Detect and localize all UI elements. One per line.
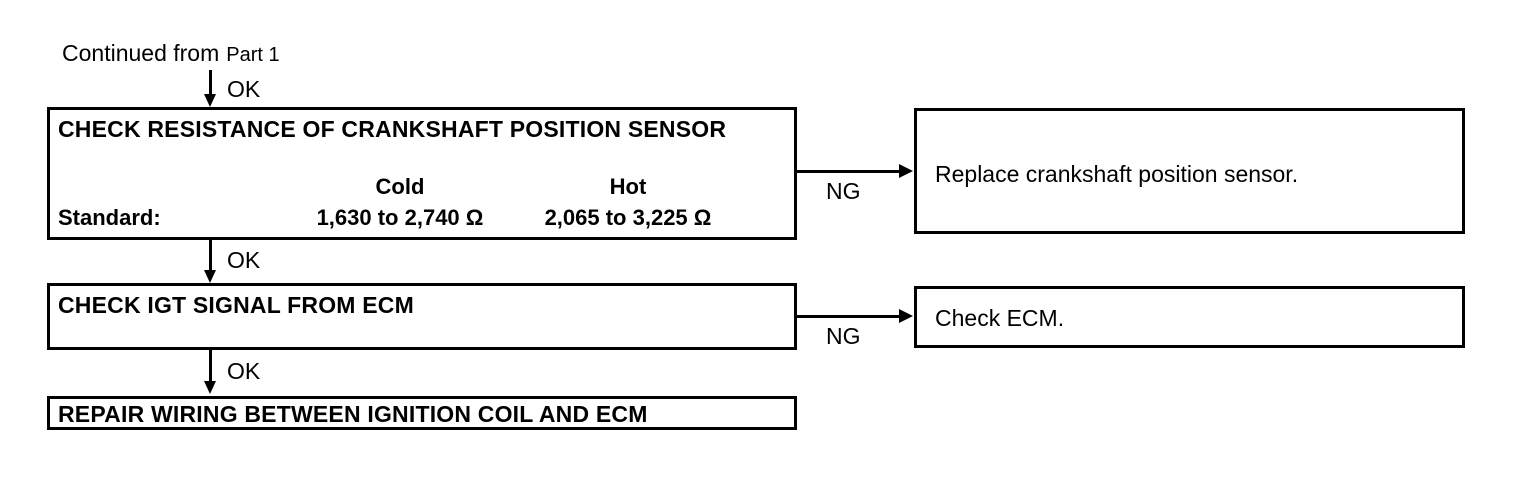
arrow-head-step2-ng bbox=[899, 309, 913, 323]
connector-line-step1-ng bbox=[797, 170, 901, 173]
result-text-check-ecm: Check ECM. bbox=[935, 305, 1065, 331]
spec-column-header-hot: Hot bbox=[609, 174, 647, 199]
arrow-head-step1-step2 bbox=[204, 270, 216, 283]
step-title-check-igt-signal: CHECK IGT SIGNAL FROM ECM bbox=[58, 292, 414, 318]
continued-from-text: Continued from bbox=[62, 40, 220, 66]
arrow-head-step2-step3 bbox=[204, 381, 216, 394]
spec-value-row: Standard: 1,630 to 2,740 Ω 2,065 to 3,22… bbox=[58, 205, 788, 231]
ok-label-step1-step2: OK bbox=[227, 247, 261, 273]
ok-label-header-step1: OK bbox=[227, 76, 261, 102]
result-text-replace-sensor: Replace crankshaft position sensor. bbox=[935, 161, 1299, 187]
ng-label-step1: NG bbox=[826, 178, 861, 204]
result-box-replace-sensor[interactable]: Replace crankshaft position sensor. bbox=[914, 108, 1465, 234]
step-box-check-resistance[interactable]: CHECK RESISTANCE OF CRANKSHAFT POSITION … bbox=[47, 107, 797, 240]
spec-value-cold: 1,630 to 2,740 Ω bbox=[316, 205, 484, 230]
step-title-repair-wiring: REPAIR WIRING BETWEEN IGNITION COIL AND … bbox=[58, 401, 648, 427]
ng-label-step2: NG bbox=[826, 323, 861, 349]
resistance-spec-table: Cold Hot Standard: 1,630 to 2,740 Ω 2,06… bbox=[58, 173, 788, 231]
step-box-check-igt-signal[interactable]: CHECK IGT SIGNAL FROM ECM bbox=[47, 283, 797, 350]
part-reference: Part 1 bbox=[226, 44, 280, 66]
connector-line-step2-step3 bbox=[209, 350, 212, 382]
spec-column-header-cold: Cold bbox=[375, 174, 425, 199]
ok-label-step2-step3: OK bbox=[227, 358, 261, 384]
arrow-head-step1-ng bbox=[899, 164, 913, 178]
connector-line-step2-ng bbox=[797, 315, 901, 318]
step-box-repair-wiring[interactable]: REPAIR WIRING BETWEEN IGNITION COIL AND … bbox=[47, 396, 797, 430]
spec-value-hot: 2,065 to 3,225 Ω bbox=[544, 205, 712, 230]
spec-standard-label: Standard: bbox=[58, 205, 161, 230]
step-title-check-resistance: CHECK RESISTANCE OF CRANKSHAFT POSITION … bbox=[58, 116, 727, 142]
continued-from-label: Continued from Part 1 bbox=[62, 40, 280, 68]
connector-line-step1-step2 bbox=[209, 240, 212, 272]
result-box-check-ecm[interactable]: Check ECM. bbox=[914, 286, 1465, 348]
arrow-head-header-step1 bbox=[204, 94, 216, 107]
connector-line-header-step1 bbox=[209, 70, 212, 98]
spec-header-row: Cold Hot bbox=[58, 173, 788, 200]
